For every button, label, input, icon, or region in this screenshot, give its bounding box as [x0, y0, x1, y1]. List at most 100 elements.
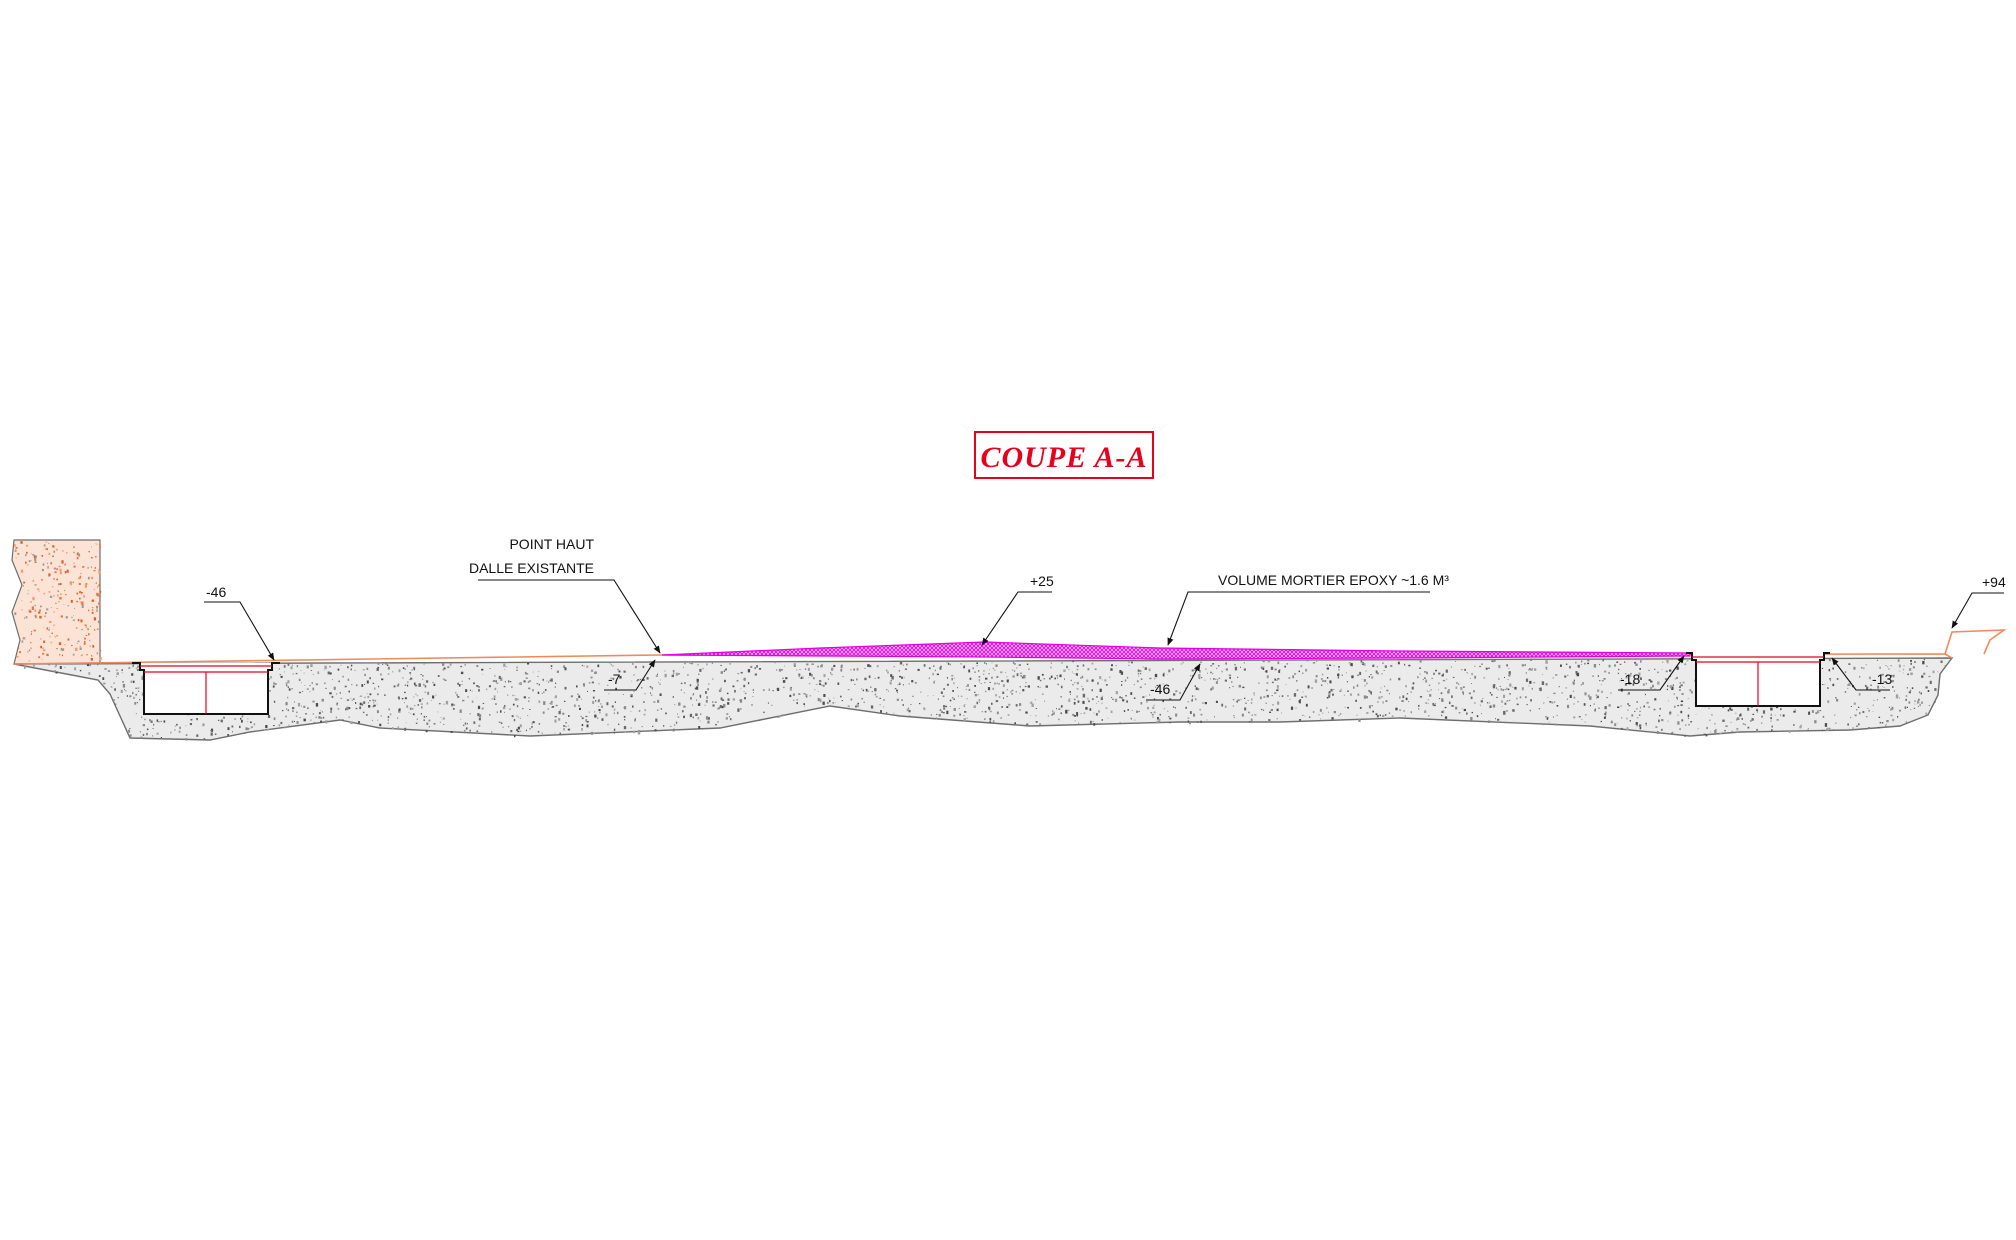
speckle-dot — [52, 555, 54, 557]
speckle-dot — [1399, 709, 1402, 711]
speckle-dot — [720, 687, 722, 689]
speckle-dot — [1031, 703, 1034, 707]
speckle-dot — [984, 662, 986, 664]
speckle-dot — [807, 667, 810, 671]
right-pit-right-leader — [1831, 657, 1890, 691]
speckle-dot — [300, 670, 302, 671]
speckle-dot — [630, 694, 633, 698]
speckle-dot — [1878, 727, 1880, 729]
speckle-dot — [34, 561, 37, 563]
speckle-dot — [896, 698, 899, 701]
speckle-dot — [1711, 714, 1713, 716]
speckle-dot — [397, 696, 400, 700]
speckle-dot — [1088, 700, 1090, 703]
speckle-dot — [1014, 722, 1016, 724]
speckle-dot — [52, 585, 54, 588]
speckle-dot — [1822, 684, 1824, 685]
speckle-dot — [1001, 706, 1003, 708]
speckle-dot — [293, 701, 295, 703]
speckle-dot — [1654, 698, 1657, 701]
speckle-dot — [973, 705, 976, 708]
speckle-dot — [1057, 677, 1058, 679]
speckle-dot — [1521, 664, 1524, 667]
speckle-dot — [542, 711, 545, 714]
speckle-dot — [1905, 721, 1907, 723]
speckle-dot — [152, 728, 154, 729]
speckle-dot — [1092, 720, 1094, 723]
speckle-dot — [1577, 665, 1579, 667]
speckle-dot — [1311, 687, 1313, 689]
speckle-dot — [73, 562, 75, 564]
speckle-dot — [1546, 669, 1548, 670]
speckle-dot — [442, 678, 445, 680]
speckle-dot — [1379, 714, 1381, 717]
speckle-dot — [677, 713, 678, 715]
speckle-dot — [590, 676, 593, 679]
speckle-dot — [1234, 664, 1236, 666]
speckle-dot — [97, 664, 99, 666]
speckle-dot — [580, 715, 583, 717]
speckle-dot — [1914, 700, 1916, 702]
speckle-dot — [80, 655, 82, 657]
speckle-dot — [1657, 681, 1660, 685]
speckle-dot — [1290, 706, 1294, 710]
speckle-dot — [1022, 689, 1025, 692]
right-end-level: +94 — [1982, 574, 2006, 590]
speckle-dot — [426, 702, 429, 705]
speckle-dot — [586, 665, 589, 668]
speckle-dot — [834, 702, 836, 704]
speckle-dot — [1816, 710, 1820, 714]
speckle-dot — [1433, 672, 1435, 675]
high-point-level: +25 — [1030, 573, 1054, 589]
speckle-dot — [1642, 683, 1645, 686]
speckle-dot — [1405, 685, 1407, 688]
speckle-dot — [827, 702, 829, 704]
speckle-dot — [1274, 692, 1277, 694]
speckle-dot — [1497, 688, 1499, 691]
speckle-dot — [1599, 680, 1601, 682]
speckle-dot — [692, 693, 695, 695]
speckle-dot — [1050, 675, 1053, 678]
speckle-dot — [469, 689, 471, 691]
speckle-dot — [413, 696, 415, 698]
speckle-dot — [1620, 727, 1623, 730]
speckle-dot — [1890, 674, 1893, 677]
speckle-dot — [642, 665, 645, 669]
speckle-dot — [348, 716, 350, 718]
speckle-dot — [989, 721, 991, 724]
speckle-dot — [1366, 712, 1369, 714]
speckle-dot — [1508, 675, 1511, 677]
speckle-dot — [329, 665, 331, 668]
speckle-dot — [1433, 704, 1436, 707]
speckle-dot — [1606, 697, 1608, 699]
speckle-dot — [59, 583, 62, 585]
speckle-dot — [1332, 693, 1334, 696]
speckle-dot — [1685, 724, 1687, 726]
speckle-dot — [650, 694, 653, 696]
speckle-dot — [327, 671, 330, 675]
speckle-dot — [285, 702, 288, 706]
speckle-dot — [1662, 720, 1664, 722]
speckle-dot — [631, 680, 633, 682]
speckle-dot — [1058, 708, 1061, 710]
middle-level: -46 — [1150, 681, 1170, 697]
speckle-dot — [1799, 726, 1802, 729]
speckle-dot — [657, 699, 660, 703]
speckle-dot — [473, 721, 476, 724]
speckle-dot — [917, 668, 920, 671]
speckle-dot — [287, 686, 289, 688]
speckle-dot — [116, 676, 117, 678]
speckle-dot — [1625, 673, 1627, 675]
speckle-dot — [1686, 660, 1689, 662]
speckle-dot — [864, 677, 867, 681]
speckle-dot — [1065, 709, 1068, 714]
speckle-dot — [1471, 672, 1473, 676]
speckle-dot — [939, 709, 942, 711]
speckle-dot — [409, 707, 412, 710]
speckle-dot — [367, 702, 369, 704]
speckle-dot — [1096, 703, 1098, 704]
speckle-dot — [231, 725, 234, 728]
speckle-dot — [619, 675, 622, 679]
speckle-dot — [782, 677, 784, 679]
speckle-dot — [476, 697, 478, 699]
